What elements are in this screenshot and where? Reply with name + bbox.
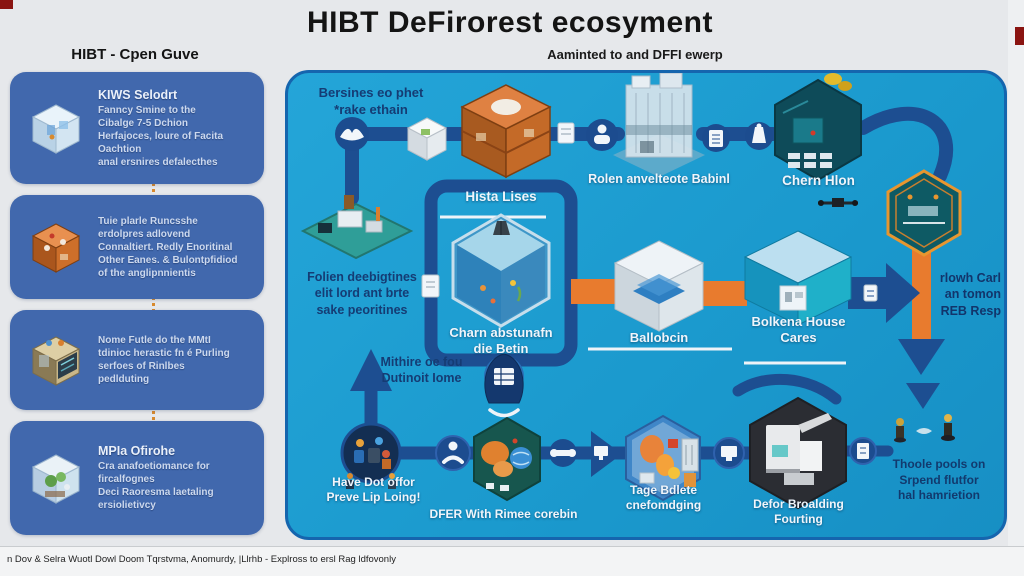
clipboard-circle-icon <box>702 124 730 152</box>
funnel-icon <box>906 383 940 409</box>
chess-figures-icon <box>894 414 955 443</box>
red-mark <box>0 0 13 9</box>
sidebar-card: MPIa Ofirohe Cra anafoetiomance for firc… <box>10 421 264 535</box>
reef-hexagon-icon <box>473 416 541 502</box>
page-title: HIBT DeFirorest ecosyment <box>307 6 713 39</box>
people-circle-icon <box>340 422 402 489</box>
label-tage: Tage Bdlete cnefomdging <box>625 483 702 512</box>
dumbbell-circle-icon <box>549 439 577 467</box>
footer-bar: n Dov & Selra Wuotl Dowl Doom Tqrstvma, … <box>0 546 1024 576</box>
monitor-arrow-icon <box>591 431 622 477</box>
terrarium-cube-icon <box>20 449 92 507</box>
card-body: Nome Futle do the MMtI tdinioc herastic … <box>98 335 230 385</box>
card-body: Tuie plarle Runcsshe erdolpres adlovend … <box>98 215 238 279</box>
red-mark <box>1015 27 1024 45</box>
glass-cube-node-icon <box>613 240 705 332</box>
card-title: MPIa Ofirohe <box>98 444 176 458</box>
note-folien: Folien deebigtines elit lord ant brte sa… <box>307 270 417 317</box>
flask-circle-icon <box>745 122 773 150</box>
label-dfer: DFER With Rimee corebin <box>429 507 578 521</box>
note-business: Bersines eo phet *rake ethain <box>318 85 424 117</box>
sidebar: KIWS Selodrt Fanncy Smine to the Cibalge… <box>10 72 264 535</box>
package-box-icon <box>406 117 448 161</box>
label-have: Have Dot offor Preve Lip Loing! <box>326 475 421 504</box>
label-defor: Defor Broalding Fourting <box>753 497 844 526</box>
person-gear-circle-icon <box>586 119 618 151</box>
hooded-shield-icon <box>484 353 524 418</box>
label-bolkena: Bolkena House Cares <box>751 314 846 346</box>
route-curve <box>856 106 953 183</box>
label-building: Rolen anvelteote Babinl <box>588 172 730 186</box>
orange-connector <box>571 279 617 304</box>
orange-connector <box>703 281 747 306</box>
card-body: Cra anafoetiomance for fircalfognes Deci… <box>98 461 214 511</box>
orange-crate-icon <box>460 84 552 179</box>
port-platform-icon <box>300 195 414 260</box>
label-chern-hlon: Chern Hlon <box>782 173 855 188</box>
sidebar-card: Nome Futle do the MMtI tdinioc herastic … <box>10 310 264 410</box>
right-margin-strip <box>1008 0 1024 546</box>
card-body: Fanncy Smine to the Cibalge 7-5 Dchion H… <box>98 104 224 168</box>
person-circle-icon <box>435 435 471 471</box>
document-circle-icon <box>849 437 877 465</box>
drone-icon <box>818 198 858 207</box>
file-icon <box>557 122 575 144</box>
smile-arc <box>488 408 520 418</box>
orange-cube-icon <box>20 218 92 276</box>
label-hista-lises: Hista Lises <box>465 189 537 204</box>
note-mithire: Mithire oe fou Dutinoit Iome <box>380 355 463 386</box>
note-rlowh: rlowh Carl an tomon REB Resp <box>939 271 1001 318</box>
document-icon <box>421 274 440 298</box>
glass-building-icon <box>613 73 705 177</box>
monitor-circle-icon <box>713 437 745 469</box>
crane-blob <box>824 73 842 85</box>
label-aquarium: Charn abstunafn die Betin <box>449 325 553 357</box>
orange-connector <box>912 243 931 343</box>
bird-circle-icon <box>335 117 369 151</box>
mining-hexagon-icon <box>886 169 962 257</box>
down-arrow <box>898 339 945 375</box>
up-arrow <box>350 349 392 391</box>
teal-cube-icon <box>743 230 853 326</box>
market-cube-icon <box>20 331 92 389</box>
sidebar-card: Tuie plarle Runcsshe erdolpres adlovend … <box>10 195 264 299</box>
recycling-hexagon-icon <box>625 414 701 502</box>
flow-panel: Bersines eo phet *rake ethain Rolen anve… <box>285 70 1007 540</box>
export-arrow-icon <box>848 263 920 323</box>
sidebar-title: HIBT - Cpen Guve <box>71 46 199 63</box>
footer-text: n Dov & Selra Wuotl Dowl Doom Tqrstvma, … <box>7 554 396 565</box>
printer-hexagon-icon <box>749 396 847 510</box>
sidebar-card: KIWS Selodrt Fanncy Smine to the Cibalge… <box>10 72 264 184</box>
label-ballobcin: Ballobcin <box>629 330 689 345</box>
route-curve <box>732 373 842 405</box>
flow-graphic <box>300 73 962 510</box>
factory-hexagon-icon <box>774 73 862 182</box>
note-thoole: Thoole pools on Srpend flutfor hal hamri… <box>892 457 986 503</box>
aquarium-hexagon-icon <box>451 213 551 328</box>
glass-cube-icon <box>20 99 92 157</box>
page-subtitle: Aaminted to and DFFI ewerp <box>547 47 723 62</box>
card-title: KIWS Selodrt <box>98 87 178 102</box>
